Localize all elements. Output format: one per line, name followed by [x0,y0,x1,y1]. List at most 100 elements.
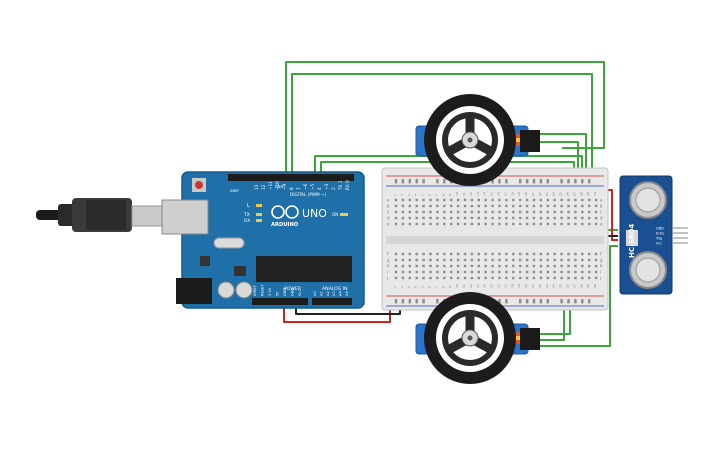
breadboard-hole[interactable] [470,222,474,226]
breadboard-hole[interactable] [519,216,522,220]
breadboard-hole[interactable] [463,252,467,256]
breadboard-hole[interactable] [422,276,425,280]
breadboard-hole[interactable] [594,204,598,208]
breadboard-hole[interactable] [456,252,460,256]
breadboard-hole[interactable] [443,252,446,256]
breadboard-hole[interactable] [525,270,529,274]
breadboard-hole[interactable] [456,216,460,220]
rail-hole[interactable] [588,179,591,182]
breadboard-hole[interactable] [567,204,570,208]
servo-motor-top[interactable] [415,94,540,186]
breadboard-hole[interactable] [394,252,398,256]
breadboard-hole[interactable] [477,258,480,262]
breadboard-hole[interactable] [574,258,577,262]
breadboard-hole[interactable] [539,222,543,226]
breadboard-hole[interactable] [436,204,439,208]
breadboard-hole[interactable] [408,270,411,274]
breadboard-hole[interactable] [408,204,411,208]
breadboard-hole[interactable] [525,222,529,226]
breadboard-hole[interactable] [519,222,522,226]
breadboard-hole[interactable] [525,198,529,202]
breadboard-hole[interactable] [560,222,563,226]
breadboard-hole[interactable] [422,264,425,268]
breadboard-hole[interactable] [429,210,432,214]
breadboard-hole[interactable] [553,204,556,208]
breadboard-hole[interactable] [588,270,591,274]
digital-header[interactable] [228,174,354,181]
breadboard-hole[interactable] [532,210,536,214]
rail-hole[interactable] [519,179,522,182]
breadboard-hole[interactable] [470,216,474,220]
rail-hole[interactable] [532,181,536,184]
breadboard-hole[interactable] [574,210,577,214]
breadboard-hole[interactable] [546,216,549,220]
breadboard-hole[interactable] [436,198,439,202]
breadboard-hole[interactable] [415,216,418,220]
rail-hole[interactable] [546,179,549,182]
breadboard-hole[interactable] [394,222,398,226]
breadboard-hole[interactable] [491,270,494,274]
breadboard-hole[interactable] [456,210,460,214]
breadboard-hole[interactable] [408,198,411,202]
breadboard-hole[interactable] [581,252,584,256]
breadboard-hole[interactable] [450,252,453,256]
breadboard-hole[interactable] [525,204,529,208]
breadboard-hole[interactable] [567,198,570,202]
breadboard-hole[interactable] [429,270,432,274]
breadboard-hole[interactable] [567,210,570,214]
breadboard-hole[interactable] [525,252,529,256]
rail-hole[interactable] [588,299,591,302]
rail-hole[interactable] [401,301,405,304]
breadboard-hole[interactable] [401,210,405,214]
breadboard-hole[interactable] [532,222,536,226]
breadboard-hole[interactable] [415,264,418,268]
breadboard-hole[interactable] [456,198,460,202]
breadboard-hole[interactable] [519,270,522,274]
breadboard-hole[interactable] [491,198,494,202]
breadboard-hole[interactable] [581,264,584,268]
breadboard-hole[interactable] [574,198,577,202]
breadboard-hole[interactable] [463,204,467,208]
rail-hole[interactable] [505,301,508,304]
breadboard-hole[interactable] [484,222,487,226]
rail-hole[interactable] [539,179,543,182]
breadboard-hole[interactable] [594,210,598,214]
breadboard-hole[interactable] [594,264,598,268]
breadboard-hole[interactable] [553,258,556,262]
wire-green-servo2-connector[interactable] [538,302,571,335]
rail-hole[interactable] [505,181,508,184]
breadboard-hole[interactable] [594,222,598,226]
breadboard-hole[interactable] [415,222,418,226]
breadboard-hole[interactable] [429,264,432,268]
rail-hole[interactable] [560,299,563,302]
breadboard-hole[interactable] [470,252,474,256]
breadboard-hole[interactable] [422,252,425,256]
rail-hole[interactable] [574,299,577,302]
rail-hole[interactable] [581,301,584,304]
breadboard-hole[interactable] [415,258,418,262]
analog-header[interactable] [312,298,352,305]
breadboard-hole[interactable] [477,210,480,214]
breadboard-hole[interactable] [408,264,411,268]
breadboard-hole[interactable] [498,264,501,268]
breadboard-hole[interactable] [408,258,411,262]
breadboard-hole[interactable] [484,204,487,208]
breadboard-hole[interactable] [394,276,398,280]
breadboard-hole[interactable] [450,210,453,214]
breadboard-hole[interactable] [553,222,556,226]
breadboard-hole[interactable] [394,270,398,274]
breadboard-hole[interactable] [436,252,439,256]
breadboard-hole[interactable] [588,258,591,262]
rail-hole[interactable] [519,181,522,184]
breadboard-hole[interactable] [525,258,529,262]
rail-hole[interactable] [408,181,411,184]
breadboard-hole[interactable] [408,252,411,256]
rail-hole[interactable] [415,179,418,182]
breadboard-hole[interactable] [588,210,591,214]
breadboard-hole[interactable] [594,198,598,202]
breadboard-hole[interactable] [560,204,563,208]
breadboard-hole[interactable] [594,258,598,262]
breadboard-hole[interactable] [408,210,411,214]
breadboard-hole[interactable] [443,270,446,274]
breadboard-hole[interactable] [581,204,584,208]
